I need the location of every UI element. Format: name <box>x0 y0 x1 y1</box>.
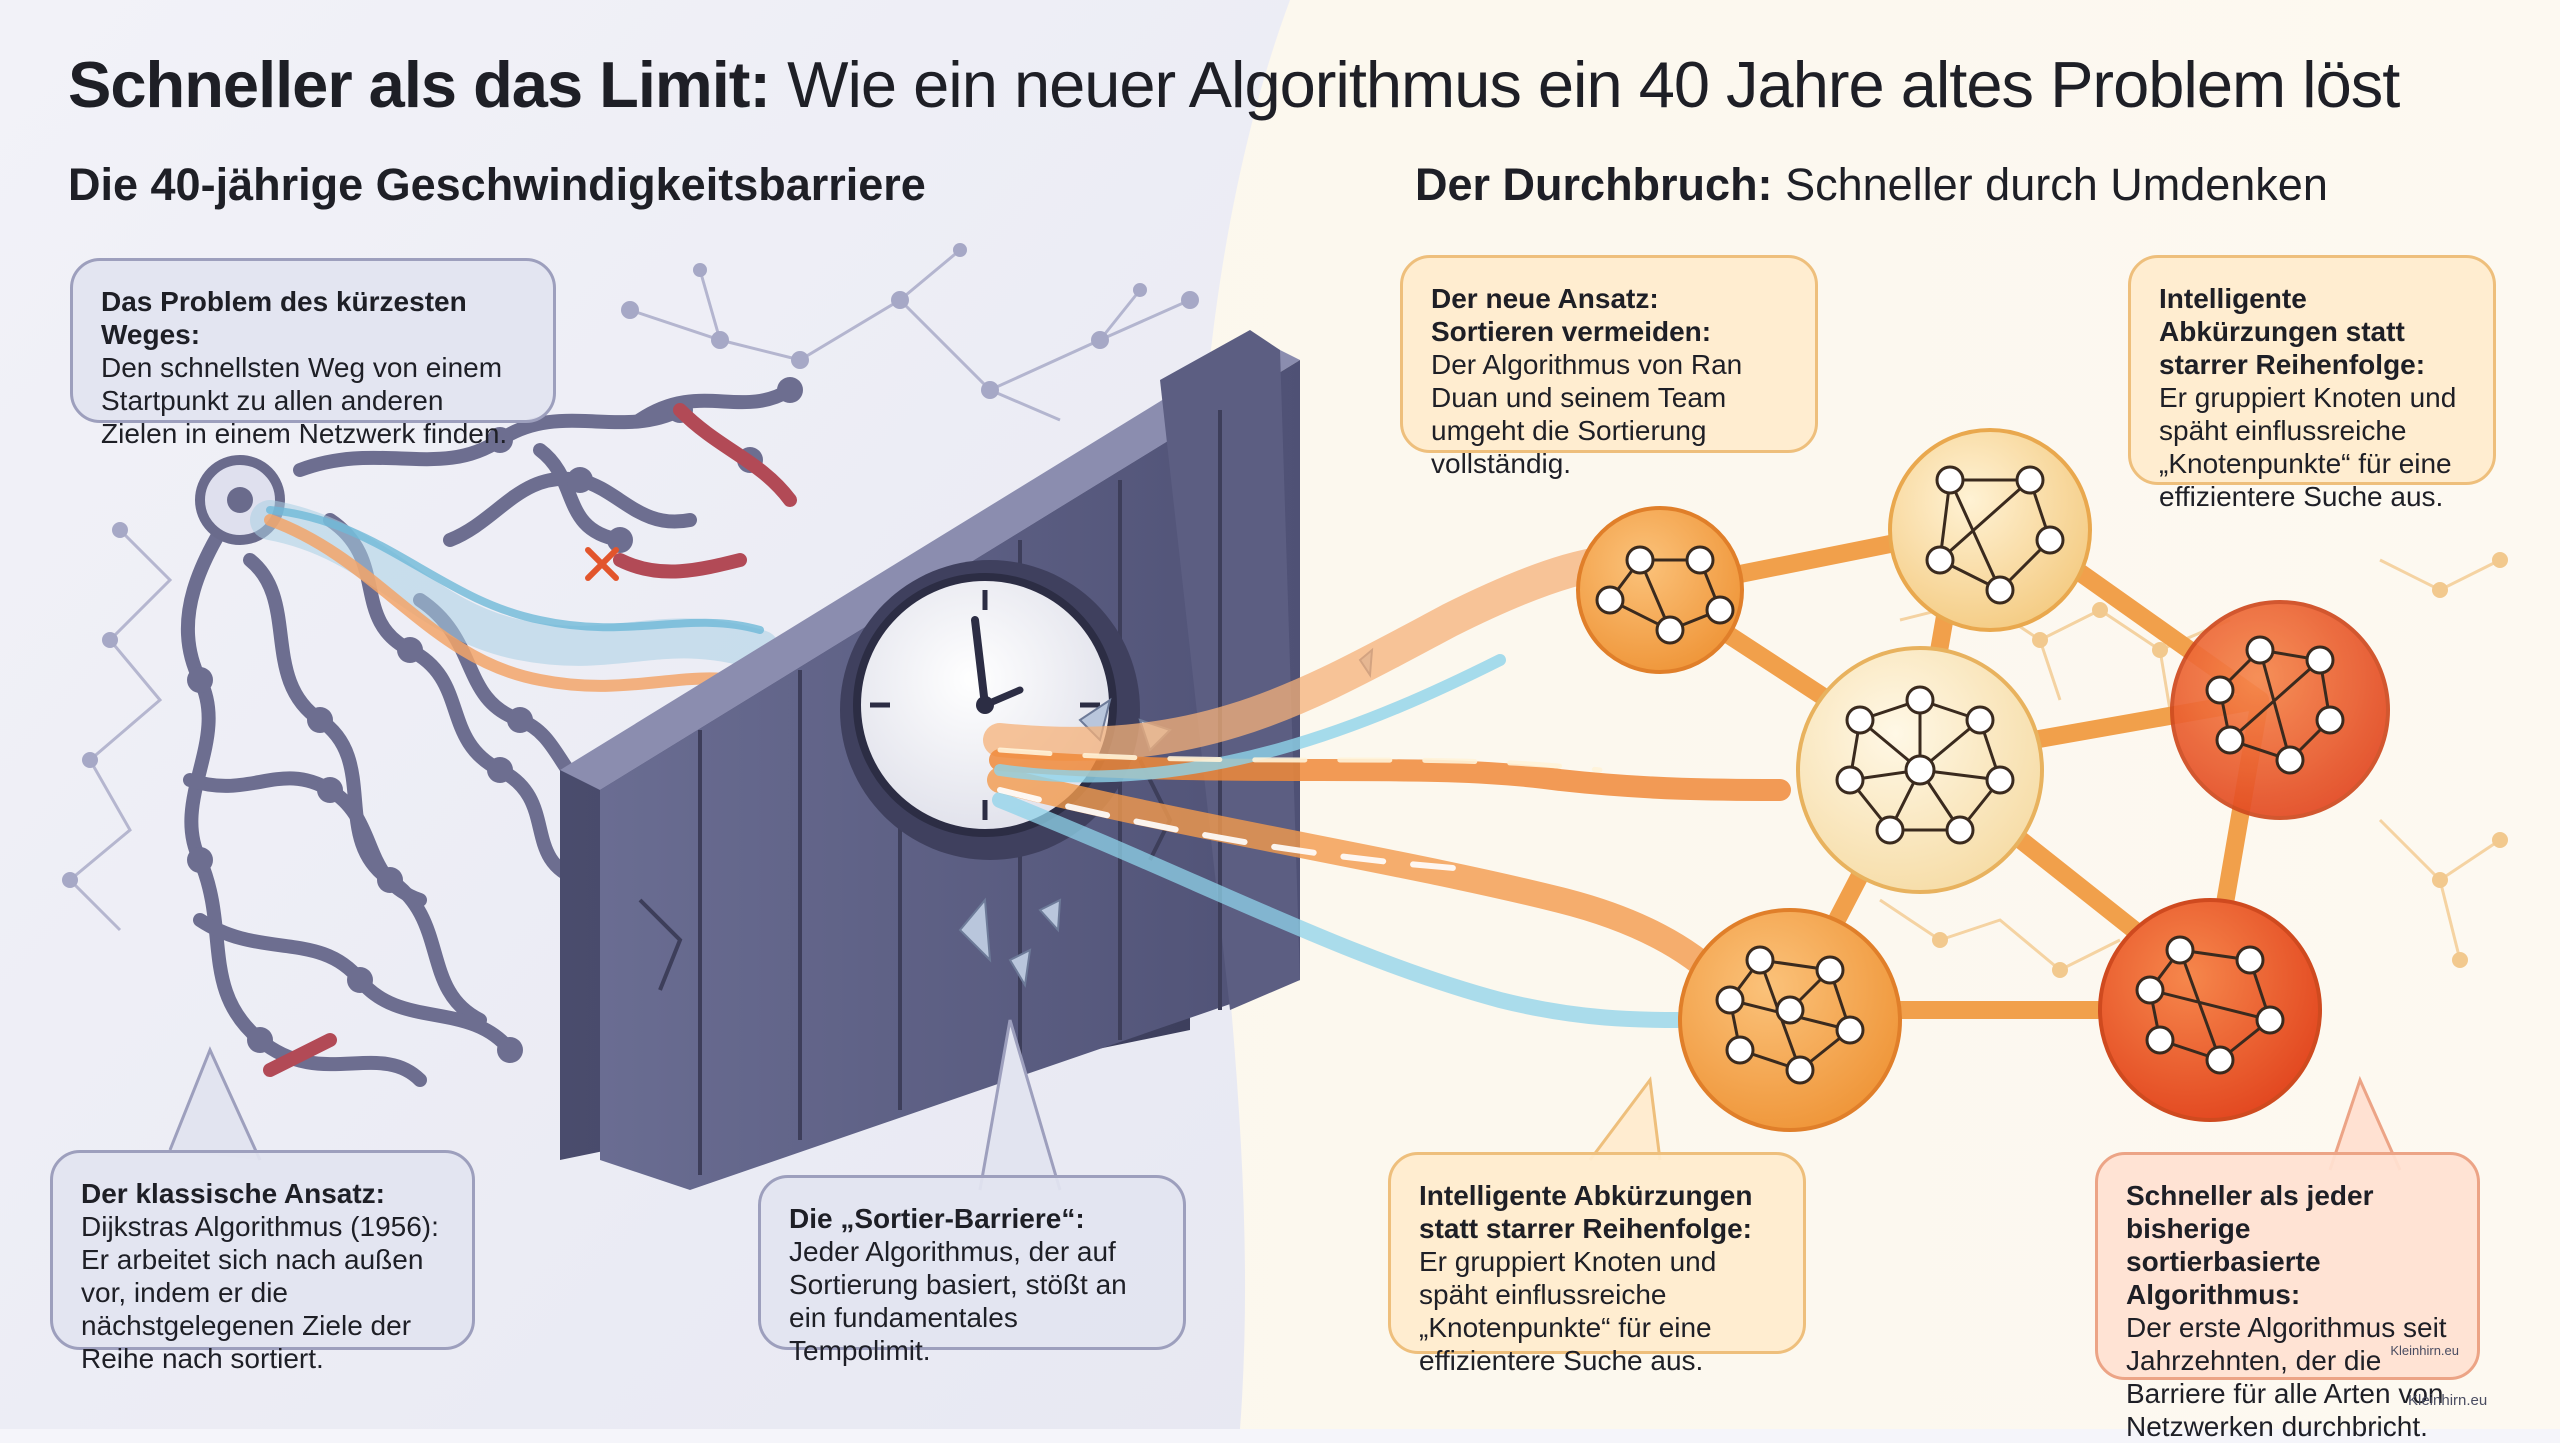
right-section-heading-bold: Der Durchbruch: <box>1415 159 1773 210</box>
right-section-heading-rest: Schneller durch Umdenken <box>1785 159 2328 210</box>
box-new-approach-body: Der Algorithmus von Ran Duan und seinem … <box>1431 349 1743 479</box>
watermark-inner: Kleinhirn.eu <box>2390 1343 2459 1358</box>
box-problem-heading: Das Problem des kürzesten Weges: <box>101 286 467 350</box>
cluster-right <box>2170 600 2390 820</box>
left-section-heading: Die 40-jährige Geschwindigkeitsbarriere <box>68 155 926 215</box>
title-rest: Wie ein neuer Algorithmus ein 40 Jahre a… <box>787 48 2400 121</box>
box-shortcuts-top: Intelligente Abkürzungen statt starrer R… <box>2128 255 2496 512</box>
box-shortcuts-bottom-body: Er gruppiert Knoten und späht einflussre… <box>1419 1246 1717 1376</box>
box-problem: Das Problem des kürzesten Weges: Den sch… <box>70 258 556 449</box>
box-shortcuts-bottom: Intelligente Abkürzungen statt starrer R… <box>1388 1152 1806 1376</box>
box-barrier-body: Jeder Algorithmus, der auf Sortierung ba… <box>789 1236 1127 1366</box>
watermark-corner: Kleinhirn.eu <box>2408 1392 2488 1409</box>
box-faster: Schneller als jeder bisherige sortierbas… <box>2095 1152 2480 1442</box>
box-faster-heading: Schneller als jeder bisherige sortierbas… <box>2126 1180 2374 1310</box>
box-shortcuts-top-heading: Intelligente Abkürzungen statt starrer R… <box>2159 283 2426 380</box>
box-classic-body: Dijkstras Algorithmus (1956): Er arbeite… <box>81 1211 439 1374</box>
box-barrier-heading: Die „Sortier-Barriere“: <box>789 1203 1085 1234</box>
box-barrier: Die „Sortier-Barriere“: Jeder Algorithmu… <box>758 1175 1186 1366</box>
box-classic-heading: Der klassische Ansatz: <box>81 1178 385 1209</box>
right-section-heading: Der Durchbruch: Schneller durch Umdenken <box>1415 155 2328 215</box>
box-new-approach-heading: Der neue Ansatz: Sortieren vermeiden: <box>1431 283 1712 347</box>
page-title: Schneller als das Limit: Wie ein neuer A… <box>68 40 2400 130</box>
box-problem-body: Den schnellsten Weg von einem Startpunkt… <box>101 352 508 449</box>
box-new-approach: Der neue Ansatz: Sortieren vermeiden: De… <box>1400 255 1818 479</box>
title-bold: Schneller als das Limit: <box>68 48 771 121</box>
cluster-bottom-right <box>2098 898 2322 1122</box>
box-shortcuts-top-body: Er gruppiert Knoten und späht einflussre… <box>2159 382 2457 512</box>
box-shortcuts-bottom-heading: Intelligente Abkürzungen statt starrer R… <box>1419 1180 1753 1244</box>
box-classic: Der klassische Ansatz: Dijkstras Algorit… <box>50 1150 475 1374</box>
box-faster-body: Der erste Algorithmus seit Jahrzehnten, … <box>2126 1312 2447 1442</box>
left-section-heading-text: Die 40-jährige Geschwindigkeitsbarriere <box>68 159 926 210</box>
